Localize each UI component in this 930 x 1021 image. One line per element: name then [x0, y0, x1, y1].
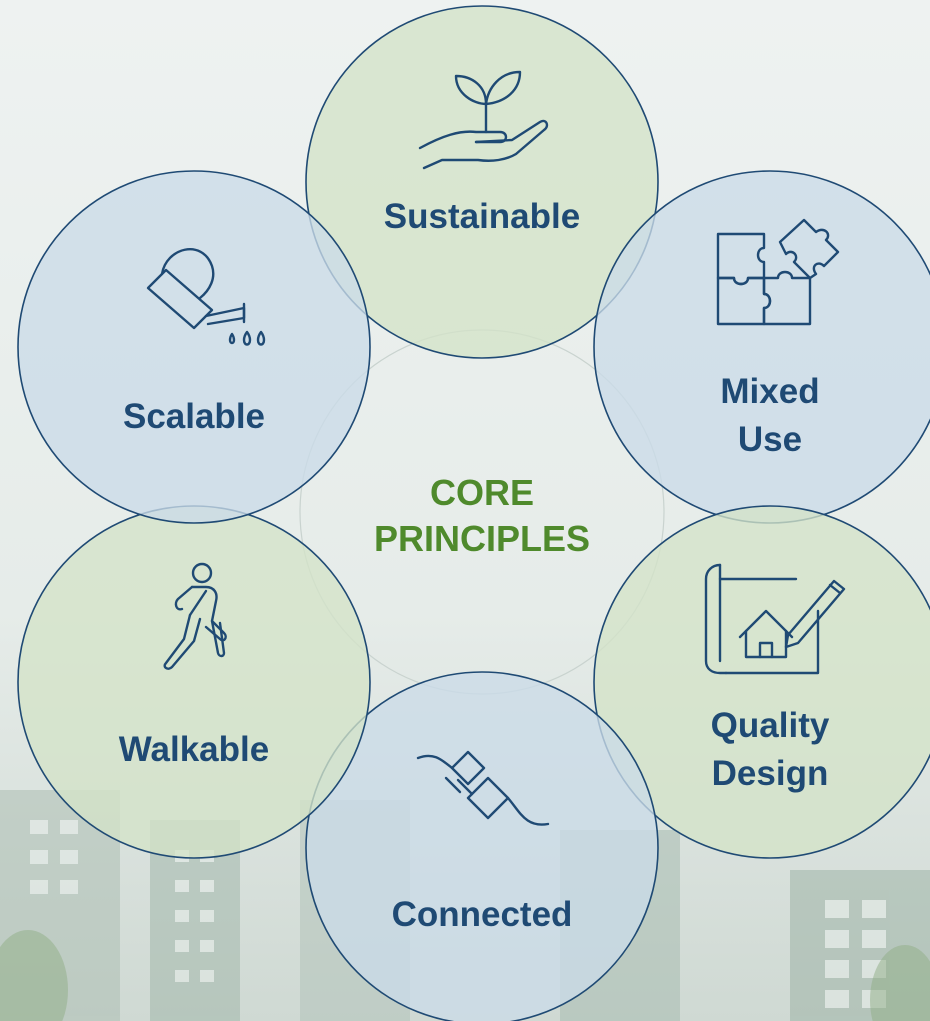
plug-socket-icon	[416, 750, 550, 826]
principle-label-connected: Connected	[392, 895, 573, 934]
principle-label-sustainable: Sustainable	[384, 197, 580, 236]
center-title-line1: CORE	[430, 472, 534, 513]
principle-circle-mixed-use	[593, 170, 930, 524]
walking-person-icon	[163, 562, 227, 670]
principle-circle-walkable	[17, 505, 371, 859]
house-blueprint-pencil-icon	[704, 563, 846, 675]
principle-circle-scalable	[17, 170, 371, 524]
principle-circle-connected	[305, 671, 659, 1021]
hand-with-sprout-icon	[418, 70, 549, 170]
principle-circle-quality-design	[593, 505, 930, 859]
principle-label-quality-design-line1: Quality	[711, 706, 830, 745]
watering-can-icon	[146, 248, 266, 346]
principle-label-mixed-use-line2: Use	[738, 420, 802, 459]
principle-label-walkable: Walkable	[119, 730, 269, 769]
principle-label-mixed-use-line1: Mixed	[720, 372, 819, 411]
puzzle-pieces-icon	[716, 218, 840, 326]
principle-circle-sustainable	[305, 5, 659, 359]
center-title-line2: PRINCIPLES	[374, 518, 590, 559]
principle-label-scalable: Scalable	[123, 397, 265, 436]
tree-leaves	[0, 930, 930, 1021]
principle-label-quality-design-line2: Design	[712, 754, 829, 793]
